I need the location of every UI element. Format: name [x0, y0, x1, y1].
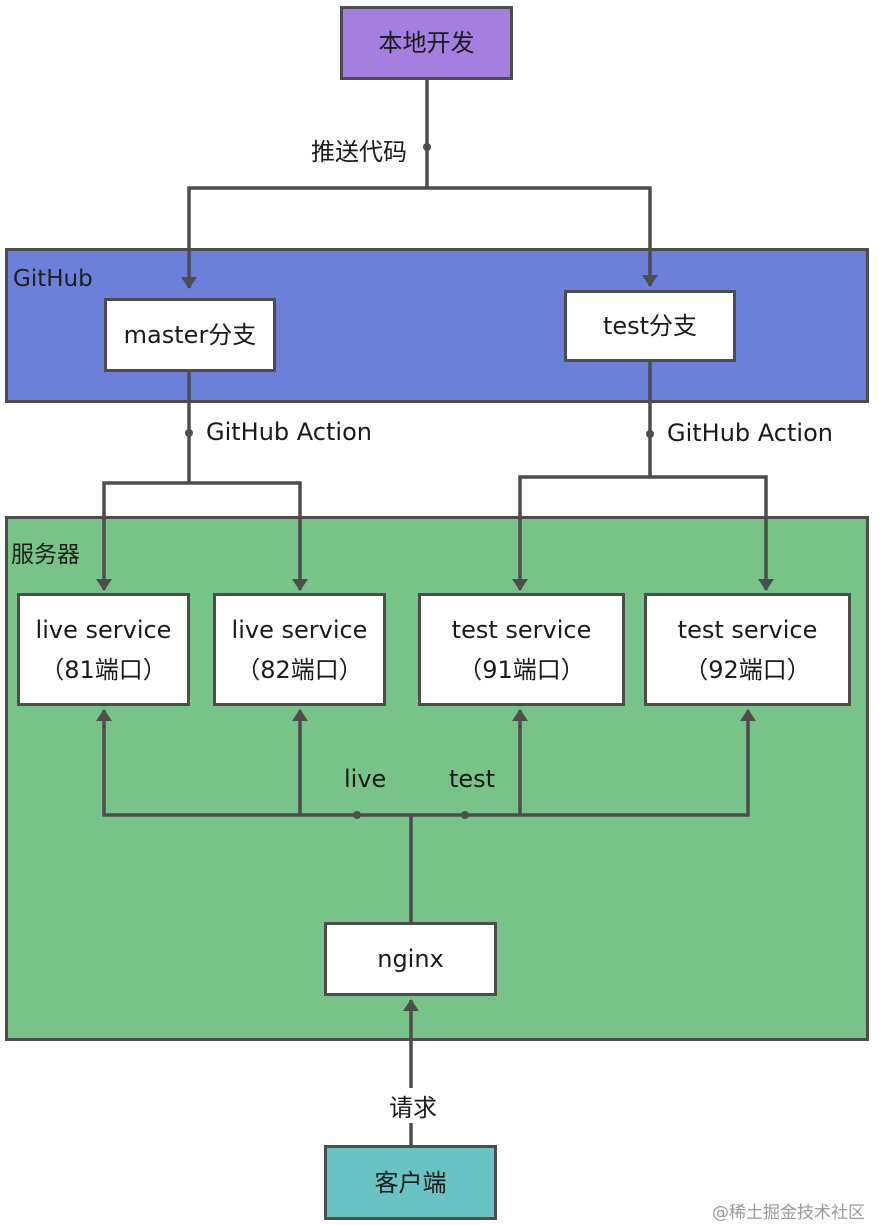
route-live-label: live [344, 765, 387, 793]
edge-master-live81 [96, 481, 189, 591]
push-code-label: 推送代码 [309, 132, 409, 167]
github-action-test-label: GitHub Action [667, 419, 833, 447]
edge-nginx-live81 [96, 709, 411, 817]
service-name: live service [231, 615, 368, 644]
service-name: test service [451, 615, 592, 644]
test-branch-node: test分支 [564, 290, 736, 362]
service-port: （91端口） [458, 655, 585, 684]
edge-test-test91 [512, 475, 650, 591]
edge-push-test [427, 186, 658, 287]
local-dev-node: 本地开发 [340, 6, 513, 80]
github-zone-title: GitHub [13, 266, 93, 292]
service-port: （92端口） [684, 655, 811, 684]
route-test-label: test [449, 765, 496, 793]
service-port: （82端口） [236, 655, 363, 684]
client-node: 客户端 [324, 1145, 497, 1220]
service-name: live service [35, 615, 172, 644]
watermark: @稀土掘金技术社区 [712, 1203, 865, 1223]
test-service-92-node: test service （92端口） [644, 593, 851, 706]
live-service-81-node: live service （81端口） [17, 593, 190, 706]
edge-push-master [181, 186, 427, 289]
edge-master-live82 [189, 481, 308, 591]
nginx-node: nginx [324, 922, 497, 996]
server-zone-title: 服务器 [11, 542, 80, 568]
live-service-82-node: live service （82端口） [213, 593, 386, 706]
github-action-master-label: GitHub Action [206, 418, 372, 446]
service-name: test service [677, 615, 818, 644]
test-service-91-node: test service （91端口） [418, 593, 625, 706]
request-label: 请求 [387, 1088, 439, 1123]
master-branch-node: master分支 [104, 298, 276, 372]
service-port: （81端口） [40, 655, 167, 684]
edge-test-test92 [650, 475, 774, 591]
edge-nginx-test91 [411, 709, 756, 817]
